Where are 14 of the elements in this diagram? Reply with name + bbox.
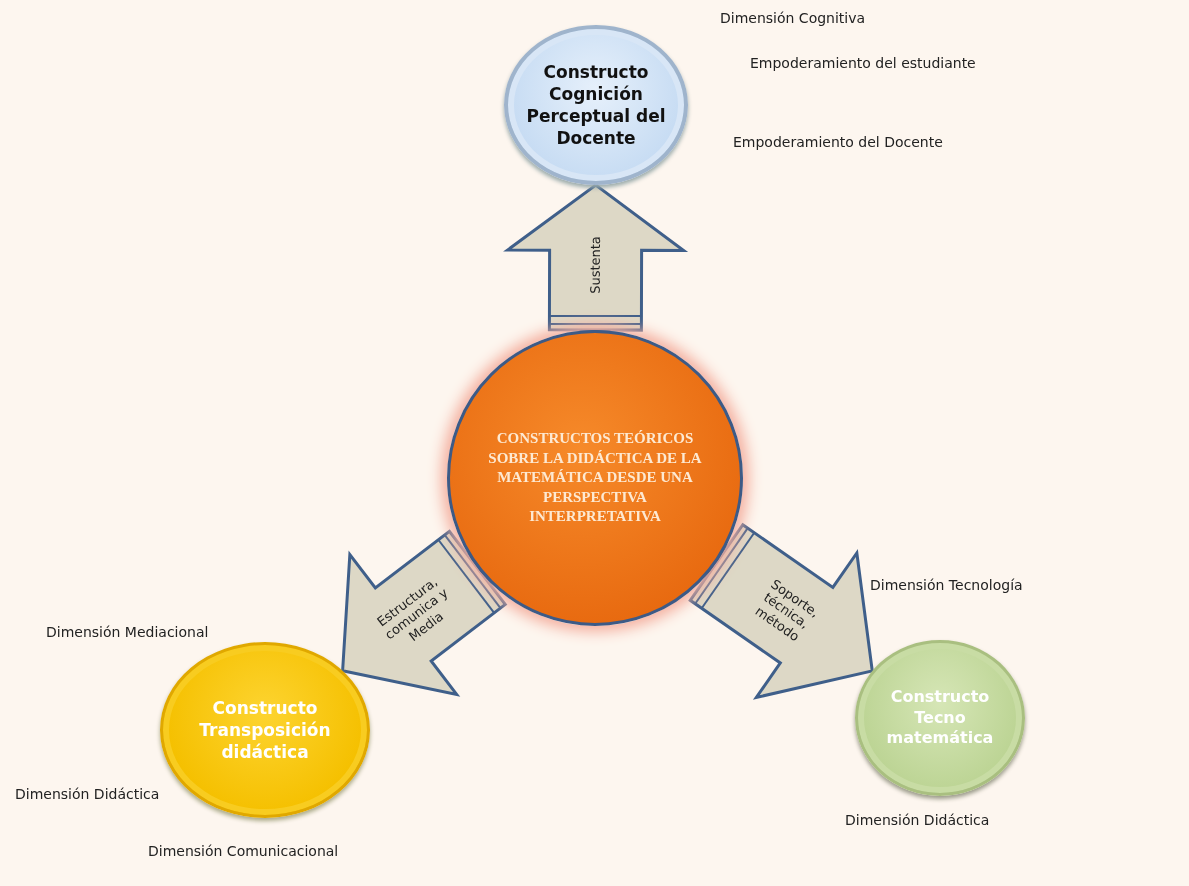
node-title: Constructo Tecno matemática [885,686,995,750]
node-title: CONSTRUCTOS TEÓRICOS SOBRE LA DIDÁCTICA DE LA MATEMÁTICA DESDE UNA PERSPECTIVA INTERPRETATIVA [487,429,703,527]
dimension-label: Dimensión Comunicacional [148,843,339,859]
edge-label: Sustenta [586,234,604,296]
dimension-label: Dimensión Didáctica [845,812,990,828]
dimension-label: Dimensión Mediacional [46,624,209,640]
dimension-label: Dimensión Tecnología [870,577,1023,593]
node-title: Constructo Transposición didáctica [198,696,332,764]
dimension-label: Empoderamiento del Docente [733,134,943,150]
node-title: Constructo Cognición Perceptual del Docente [526,60,666,150]
dimension-label: Dimensión Didáctica [15,786,160,802]
dimension-label: Dimensión Cognitiva [720,10,866,26]
dimension-label: Empoderamiento del estudiante [750,55,976,71]
concept-circle [447,330,743,626]
